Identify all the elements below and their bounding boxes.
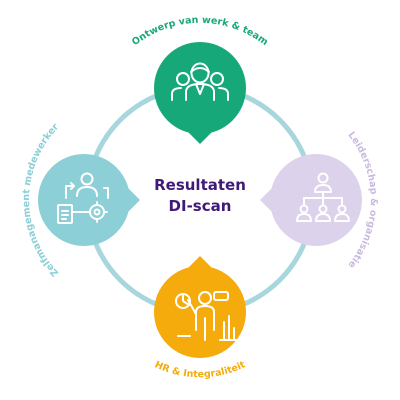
- node-top-circle: [154, 42, 246, 134]
- node-top-pointer: [182, 126, 218, 144]
- node-bottom-circle: [154, 266, 246, 358]
- node-left: [38, 154, 140, 246]
- center-title: Resultaten DI-scan: [130, 175, 270, 217]
- node-bottom-label: HR & Integraliteit: [153, 359, 248, 380]
- team-icon: [171, 62, 229, 101]
- node-right: [260, 154, 362, 246]
- center-title-line1: Resultaten: [154, 176, 246, 194]
- node-left-pointer: [122, 182, 140, 218]
- node-right-circle: [270, 154, 362, 246]
- center-title-line2: DI-scan: [168, 197, 232, 215]
- node-top: [154, 42, 246, 144]
- node-left-circle: [38, 154, 130, 246]
- org-chart-icon: [296, 172, 350, 222]
- presenter-icon: [175, 291, 239, 341]
- self-management-icon: [57, 172, 109, 224]
- node-bottom-pointer: [182, 256, 218, 274]
- node-bottom: [154, 256, 246, 358]
- node-right-pointer: [260, 182, 278, 218]
